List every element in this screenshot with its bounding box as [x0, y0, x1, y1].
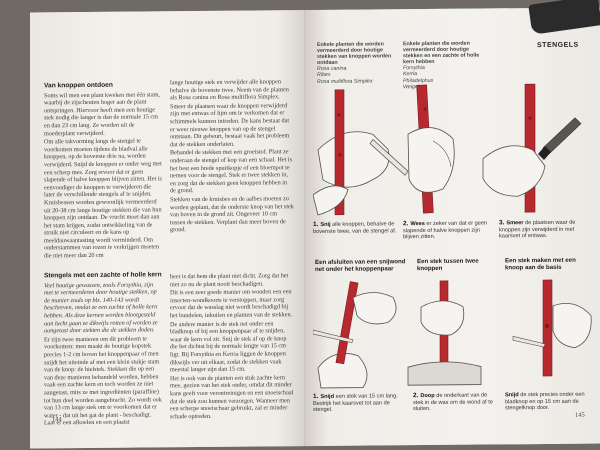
paragraph: lange houtige stek en verwijder alle kno…	[170, 78, 289, 102]
section-head-tussen-knoppen: Een stek tussen twee knoppen	[417, 257, 479, 272]
illustration-row-bottom	[313, 276, 593, 390]
caption-bottom-2: 2.Doop de onderkant van de stek in de wa…	[413, 392, 493, 413]
section-heading-holle-kern: Stengels met een zachte of holle kern	[44, 271, 162, 280]
bottom-step3-knife-node	[512, 279, 592, 377]
caption-step-1: 1.Snij alle knoppen, behalve de bovenste…	[313, 220, 397, 235]
left-col-a: Van knoppen ontdoen Soms wil men een pla…	[44, 79, 162, 261]
holle-kern-illustration	[313, 279, 592, 389]
knoppen-steps-illustration	[313, 83, 582, 216]
step3-brush-wax	[482, 83, 582, 213]
caption-bottom-3: Snijd de stek precies onder een bladknop…	[505, 391, 585, 412]
paragraph: Behandel de stekken met een groeistof. P…	[170, 148, 292, 195]
paragraph: Dit is een zeer goede manier om wonden e…	[170, 288, 293, 320]
paragraph: heet is dat hem die plant niet dicht. Zo…	[170, 272, 289, 288]
paragraph: Smeer de plaatsen waar de knoppen verwij…	[170, 102, 290, 149]
page-number-right: 145	[575, 411, 585, 419]
left-page: Van knoppen ontdoen Soms wil men een pla…	[30, 10, 305, 449]
caption-step-3: 3.Smeer de plaatsen waar de knoppen zijn…	[499, 219, 576, 240]
caption-step-2: 2.Wees er zeker van dat er geen slapende…	[403, 220, 488, 241]
caption-bottom-1: 1.Snijd een stek van 15 cm lang. Bestrij…	[313, 392, 398, 414]
step2-hand-stem	[407, 84, 455, 214]
paragraph: Het is ook van de planten een stuk zacht…	[170, 373, 294, 420]
step1-hand-knife	[313, 89, 409, 216]
illustration-row-top	[313, 78, 593, 220]
paragraph: Veel houtige gewassen, zoals Forsythia, …	[44, 281, 158, 335]
left-col-b: lange houtige stek en verwijder alle kno…	[170, 78, 294, 235]
left-col-d: heet is dat hem die plant niet dicht. Zo…	[170, 272, 294, 421]
page-number-left: 144	[52, 416, 62, 424]
paragraph: Om alle takvorming langs de stengel te v…	[44, 137, 162, 260]
chapter-title: STENGELS	[537, 41, 579, 50]
section-head-knoop-basis: Een stek maken met een knoop aan de basi…	[505, 256, 576, 272]
left-col-c: Stengels met een zachte of holle kern Ve…	[44, 269, 162, 428]
bottom-step2-dip-wax	[407, 280, 482, 386]
paragraph: Er zijn twee manieren om dit probleem te…	[44, 335, 162, 427]
paragraph: Stekken van de kruisbes en de aalbes moe…	[170, 195, 294, 234]
paragraph: De andere manier is de stek net onder ee…	[170, 319, 287, 374]
paragraph: Soms wil men een plant kweken met één st…	[44, 90, 160, 137]
section-heading-knoppen: Van knoppen ontdoen	[44, 81, 113, 90]
section-head-snijwond: Een afsluiten van een snijwond net onder…	[315, 258, 406, 273]
bottom-step1-knife-cut	[313, 281, 397, 389]
open-book: Van knoppen ontdoen Soms wil men een pla…	[30, 7, 600, 449]
